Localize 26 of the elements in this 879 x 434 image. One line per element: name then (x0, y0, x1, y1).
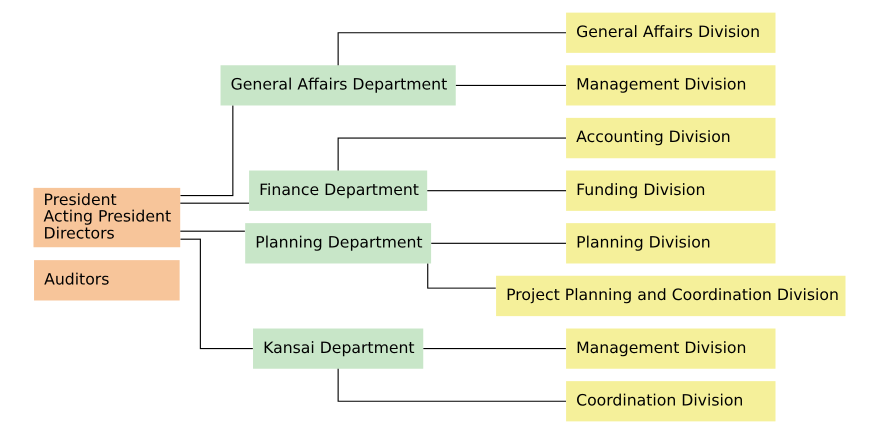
node-box: Kansai Department (253, 328, 424, 369)
node-box: Management Division (566, 328, 776, 369)
node-box: Planning Division (566, 223, 776, 264)
connector (338, 32, 566, 66)
node-box: Coordination Division (566, 381, 776, 422)
connector (338, 137, 566, 170)
node-box: Accounting Division (566, 118, 776, 158)
connector (431, 242, 566, 244)
node-box: Finance Department (249, 170, 428, 211)
connector (427, 264, 496, 289)
connector (180, 202, 250, 204)
connector (423, 348, 566, 350)
node-box: General Affairs Division (566, 12, 776, 53)
node-box: Management Division (566, 65, 776, 106)
connector (180, 230, 245, 232)
connector (427, 190, 566, 192)
node-box: Auditors (34, 260, 180, 300)
node-box: Project Planning and Coordination Division (496, 276, 846, 316)
connector (456, 84, 566, 86)
node-box: Planning Department (245, 223, 432, 264)
node-box: President Acting President Directors (33, 188, 180, 248)
node-box: Funding Division (566, 170, 776, 211)
connector (338, 368, 566, 402)
connector (180, 106, 234, 196)
connector (180, 238, 253, 350)
node-box: General Affairs Department (220, 65, 456, 106)
